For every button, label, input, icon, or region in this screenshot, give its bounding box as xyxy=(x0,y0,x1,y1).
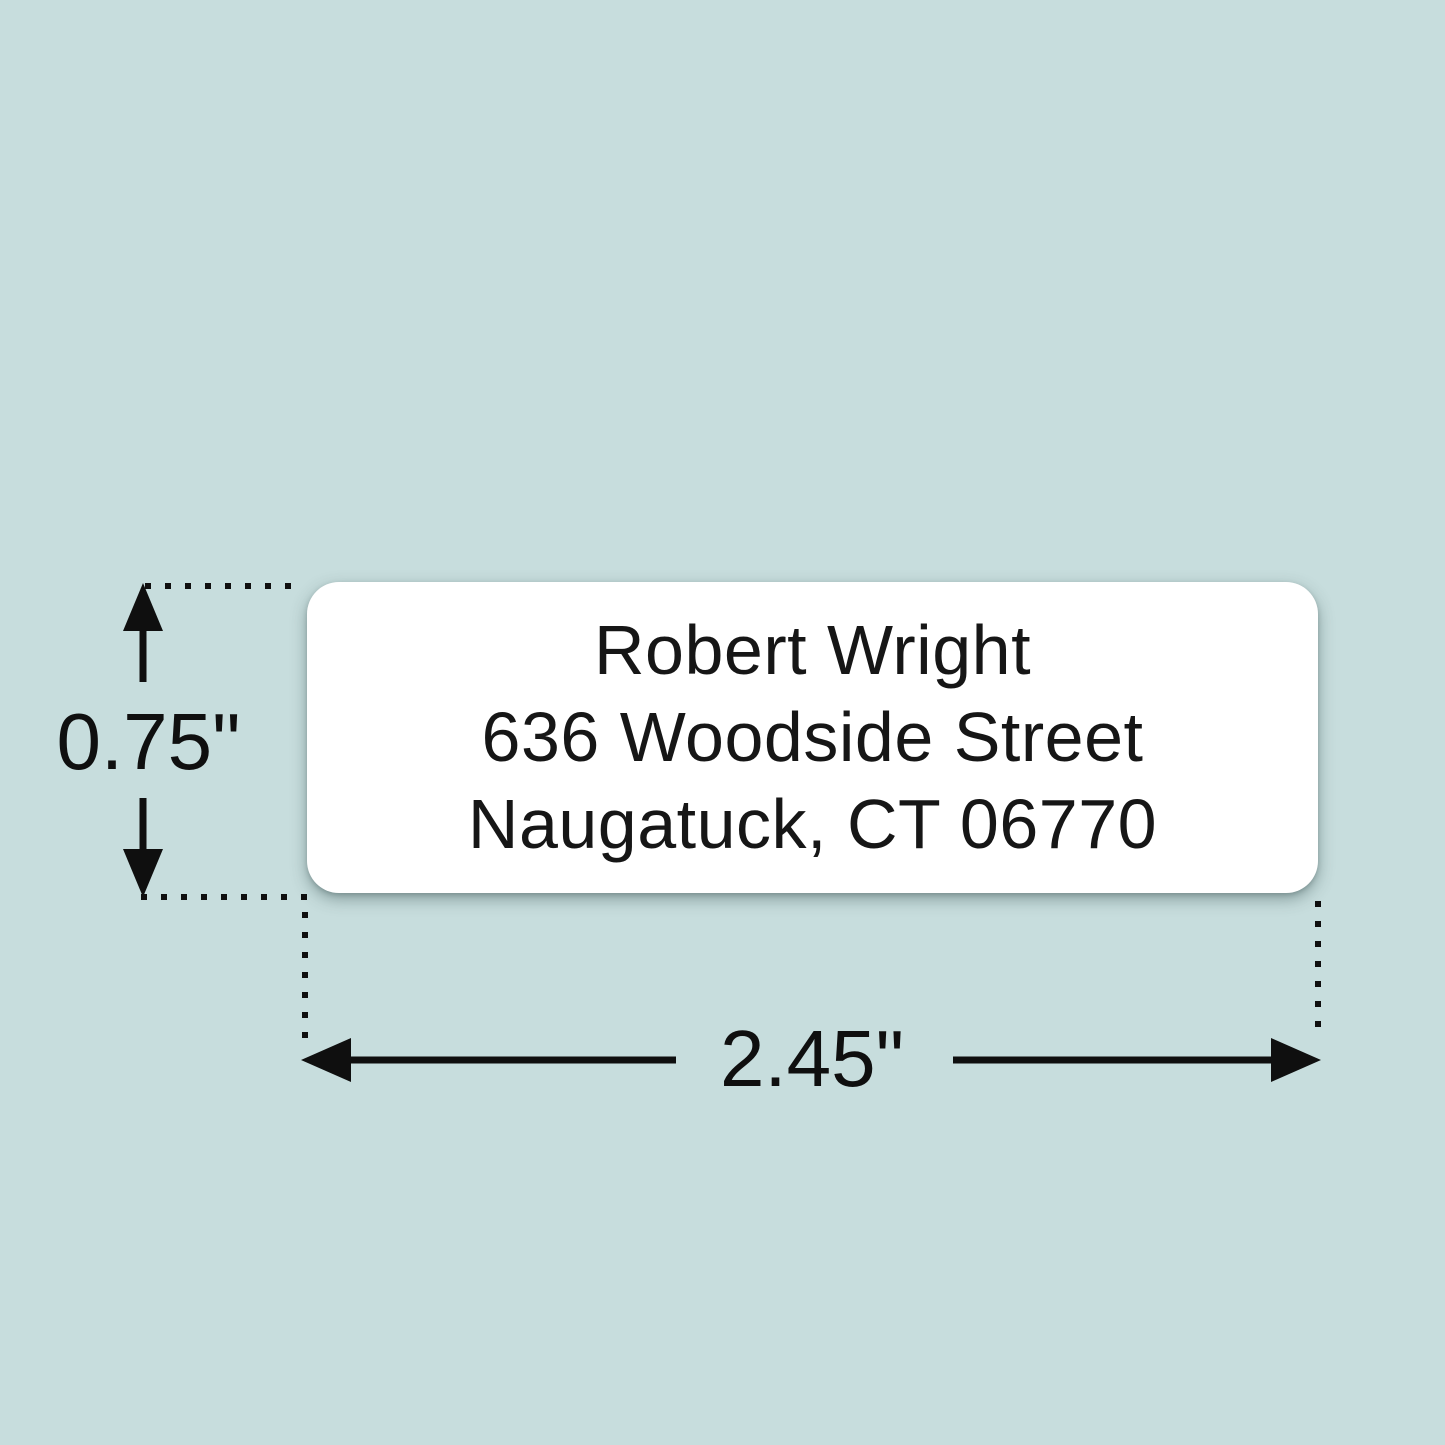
down-arrow-icon xyxy=(123,798,163,897)
right-arrow-icon xyxy=(953,1038,1321,1082)
address-name: Robert Wright xyxy=(593,611,1032,689)
address-city-state-zip: Naugatuck, CT 06770 xyxy=(467,785,1158,863)
width-dimension-label: 2.45" xyxy=(719,1014,905,1103)
left-arrow-icon xyxy=(301,1038,676,1082)
up-arrow-icon xyxy=(123,583,163,682)
address-street: 636 Woodside Street xyxy=(481,698,1144,776)
address-label: Robert Wright 636 Woodside Street Naugat… xyxy=(307,582,1318,893)
height-dimension-label: 0.75" xyxy=(56,697,241,786)
